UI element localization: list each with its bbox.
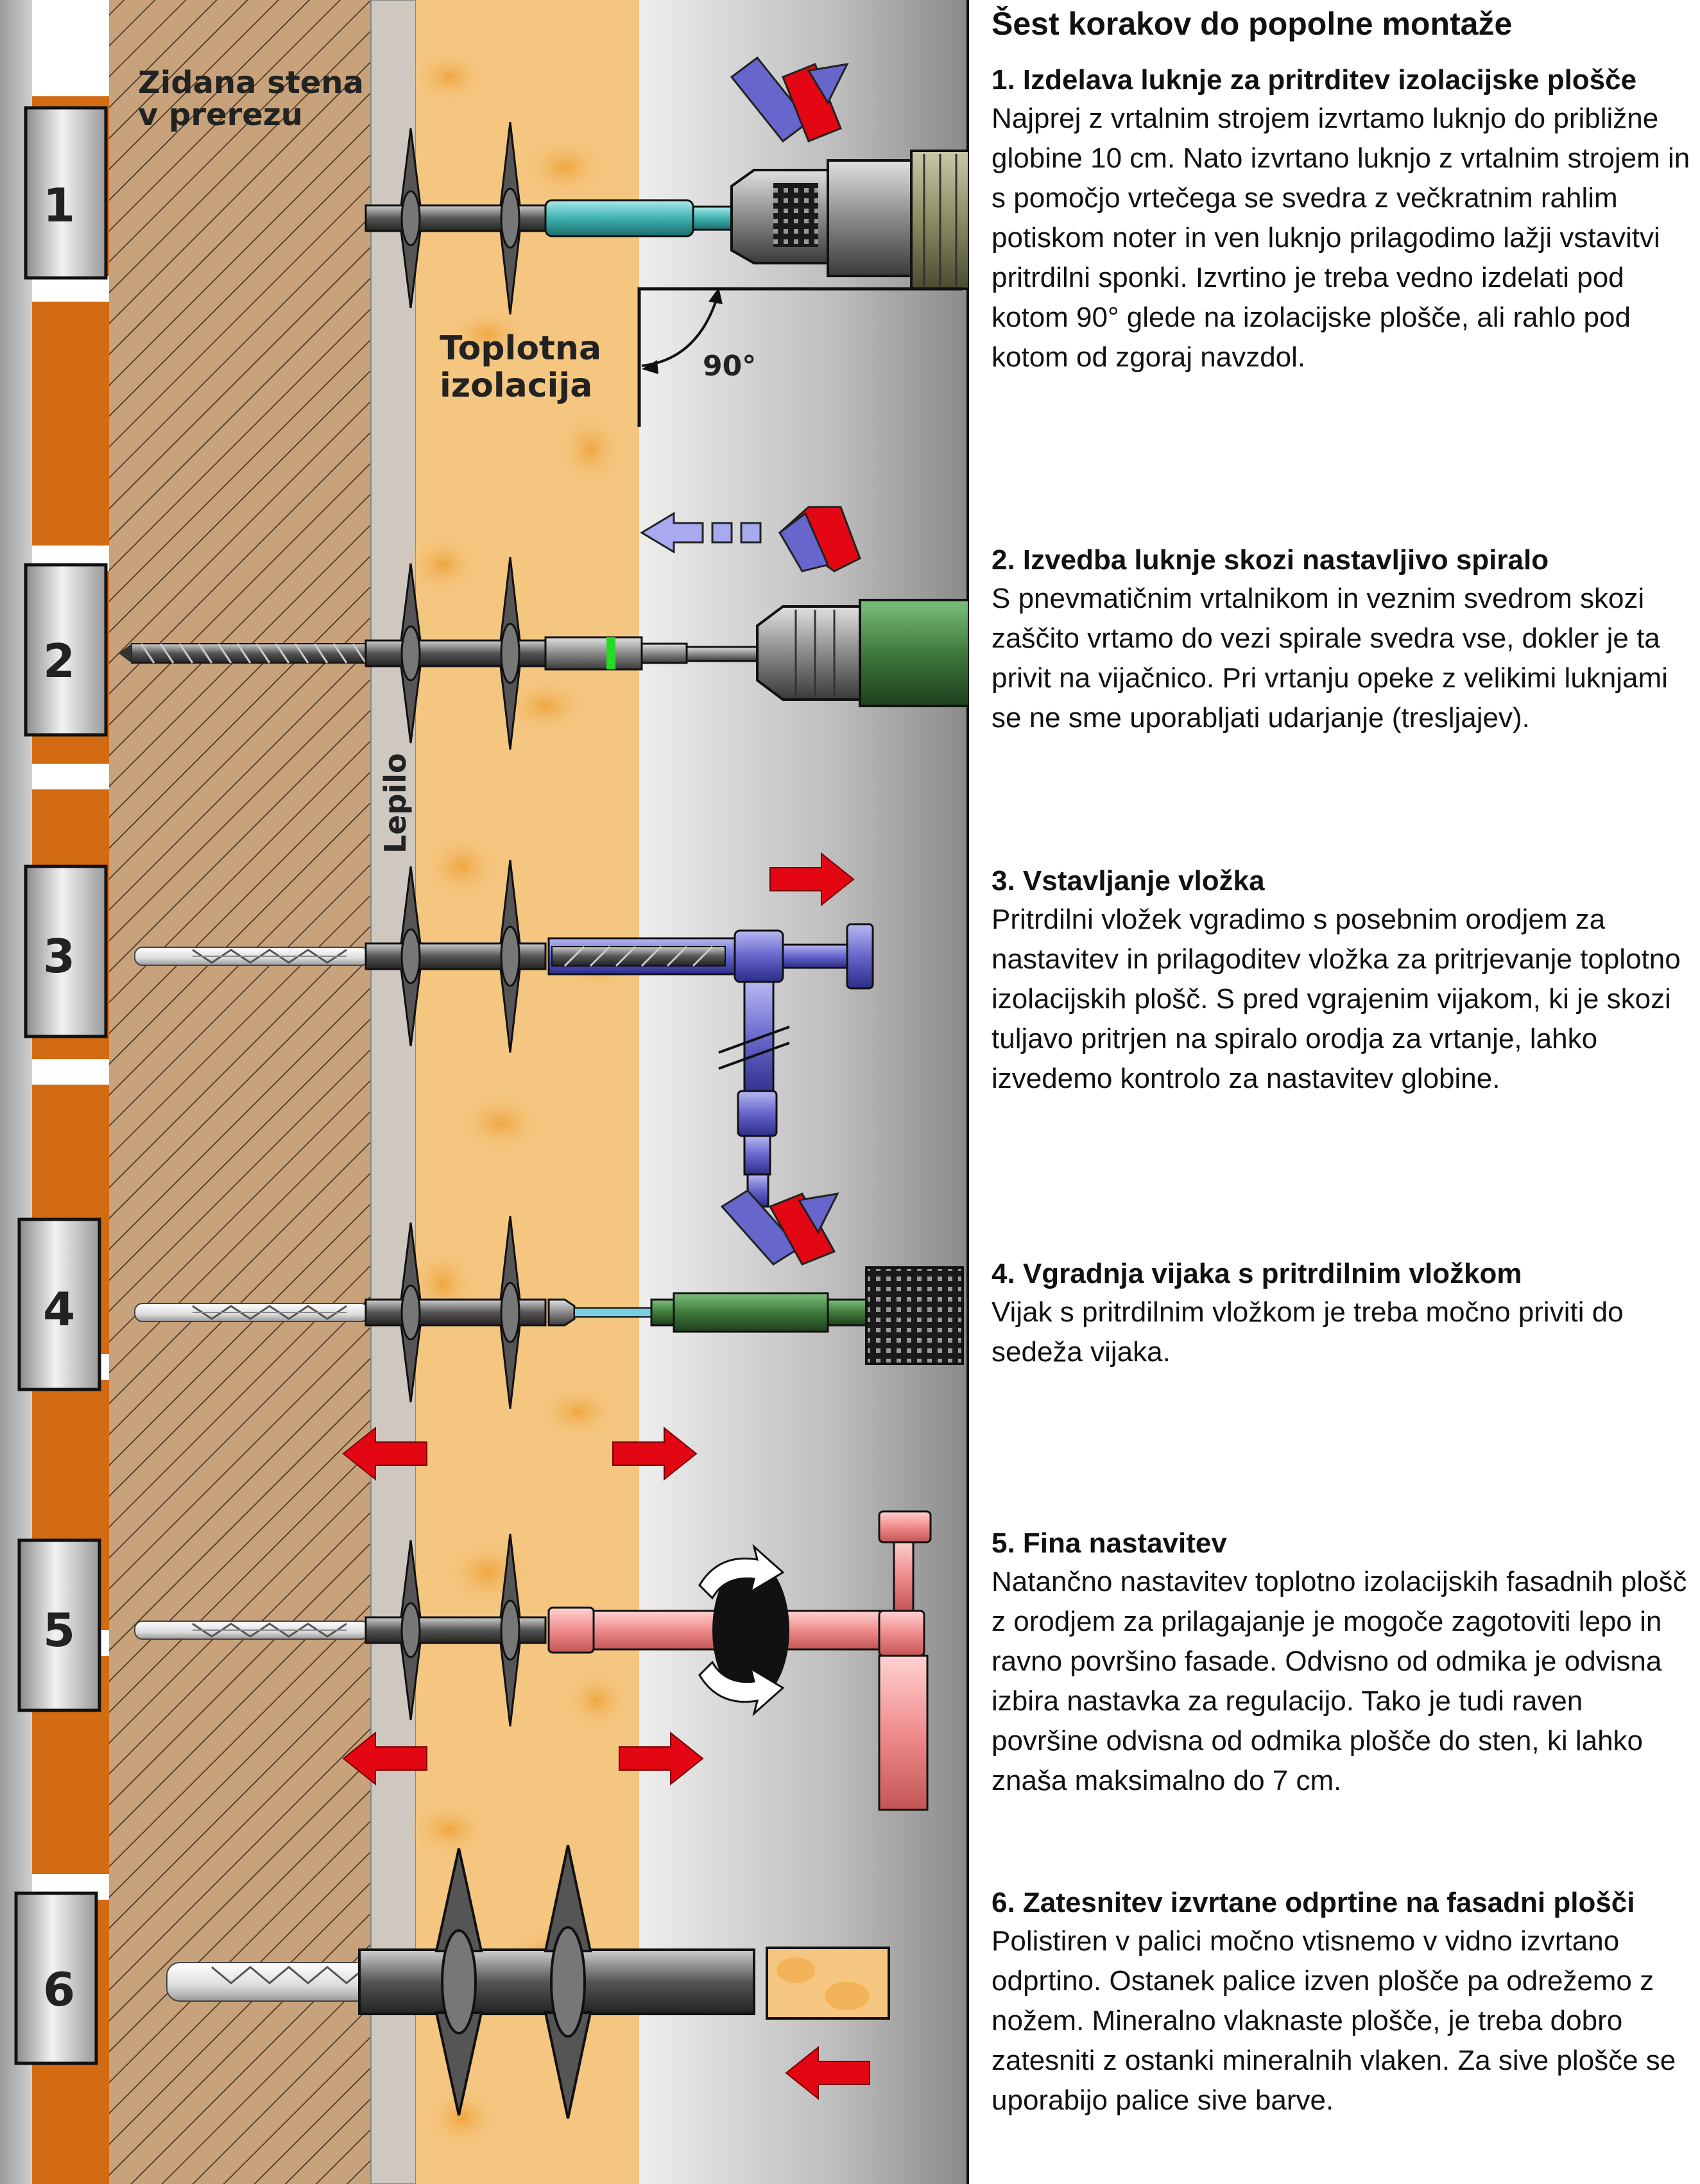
step-number-1: 1 xyxy=(43,178,75,232)
text-panel: Šest korakov do popolne montaže 1. Izdel… xyxy=(972,0,1700,2184)
step-6: 6. Zatesnitev izvrtane odprtine na fasad… xyxy=(992,1887,1691,2120)
drill-2 xyxy=(756,599,969,707)
brick-layer xyxy=(32,96,109,2184)
insulation-label-line1: Toplotna xyxy=(440,329,601,368)
rotation-icon xyxy=(730,56,849,143)
step-6-text: Polistiren v palici močno vtisnemo v vid… xyxy=(992,1925,1676,2116)
page-title: Šest korakov do popolne montaže xyxy=(992,6,1513,42)
wall-label-line2: v prerezu xyxy=(138,97,303,133)
insulation-layer xyxy=(404,0,639,2184)
drill-1 xyxy=(730,150,969,290)
step-4-text: Vijak s pritrdilnim vložkom je treba moč… xyxy=(992,1296,1624,1368)
step-2-illustration xyxy=(119,506,969,751)
step-number-3: 3 xyxy=(43,929,75,983)
step-1-text: Najprej z vrtalnim strojem izvrtamo lukn… xyxy=(992,103,1690,373)
step-6-heading: 6. Zatesnitev izvrtane odprtine na fasad… xyxy=(992,1887,1635,1918)
insulation-label-line2: izolacija xyxy=(440,366,592,405)
step-6-illustration xyxy=(166,1844,890,2119)
adjust-rotation-icon xyxy=(698,1543,789,1717)
wall-label-line1: Zidana stena xyxy=(138,65,364,101)
step-3-heading: 3. Vstavljanje vložka xyxy=(992,865,1265,897)
step-number-boxes: 1 2 3 4 5 6 xyxy=(14,106,108,2065)
masonry-wall xyxy=(109,0,371,2184)
step-4-illustration xyxy=(133,1189,964,1410)
step-5-heading: 5. Fina nastavitev xyxy=(992,1527,1227,1559)
step-number-5: 5 xyxy=(43,1603,75,1657)
step-4: 4. Vgradnja vijaka s pritrdilnim vložkom… xyxy=(992,1258,1691,1372)
step-1: 1. Izdelava luknje za pritrditev izolaci… xyxy=(992,64,1691,377)
rotation-icon xyxy=(720,1189,839,1266)
step-5-text: Natančno nastavitev toplotno izolacijski… xyxy=(992,1566,1687,1796)
step-number-2: 2 xyxy=(43,634,75,688)
step-3: 3. Vstavljanje vložka Pritrdilni vložek … xyxy=(992,865,1691,1099)
step-1-heading: 1. Izdelava luknje za pritrditev izolaci… xyxy=(992,64,1637,96)
step-3-text: Pritrdilni vložek vgradimo s posebnim or… xyxy=(992,904,1681,1094)
adhesive-layer xyxy=(370,0,416,2184)
step-4-heading: 4. Vgradnja vijaka s pritrdilnim vložkom xyxy=(992,1258,1522,1289)
step-2: 2. Izvedba luknje skozi nastavljivo spir… xyxy=(992,544,1691,738)
step-1-illustration: 90° xyxy=(365,56,969,427)
step-number-4: 4 xyxy=(43,1282,75,1336)
adhesive-label: Lepilo xyxy=(378,753,413,854)
step-number-6: 6 xyxy=(43,1963,75,2016)
step-5: 5. Fina nastavitev Natančno nastavitev t… xyxy=(992,1527,1691,1801)
step-5-illustration xyxy=(133,1427,932,1811)
air-gap xyxy=(639,0,969,2184)
angle-label: 90° xyxy=(703,350,756,383)
installation-diagram: Zidana stena v prerezu Toplotna izolacij… xyxy=(0,0,969,2184)
step-2-heading: 2. Izvedba luknje skozi nastavljivo spir… xyxy=(992,544,1549,576)
step-2-text: S pnevmatičnim vrtalnikom in veznim sved… xyxy=(992,583,1668,734)
